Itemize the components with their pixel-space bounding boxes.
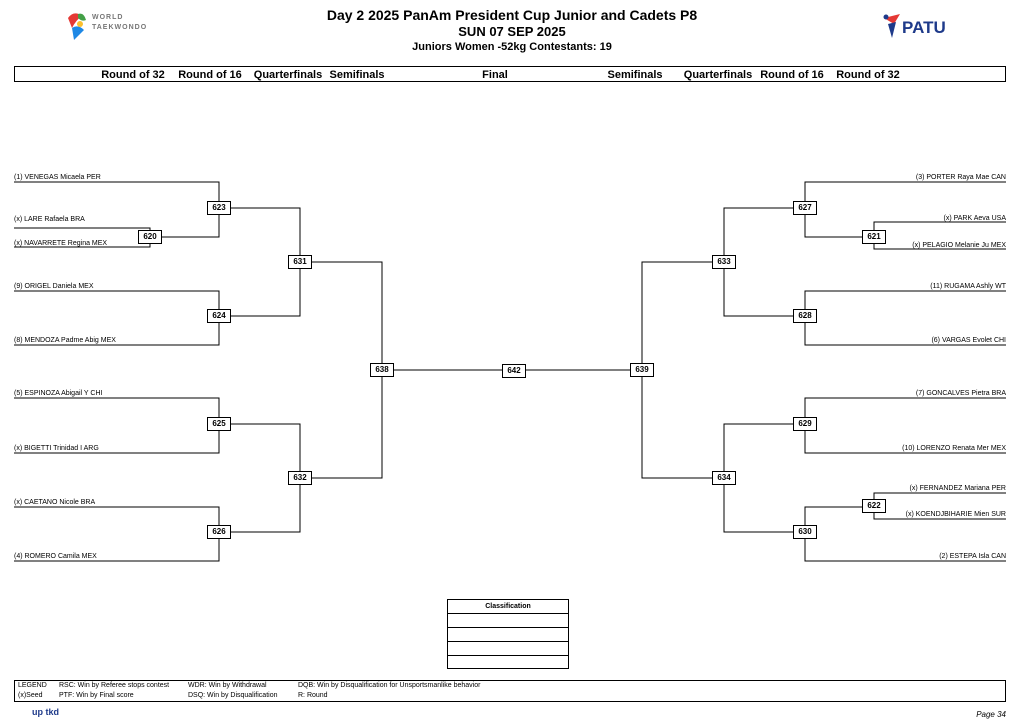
match-box-625[interactable]: 625 <box>207 417 231 431</box>
competitor-right-1: (3) PORTER Raya Mae CAN <box>915 174 1006 181</box>
match-box-629[interactable]: 629 <box>793 417 817 431</box>
match-box-631[interactable]: 631 <box>288 255 312 269</box>
legend-seed: (x)Seed <box>18 692 43 699</box>
footer-logo: up tkd <box>32 707 59 717</box>
competitor-right-4: (11) RUGAMA Ashly WT <box>930 283 1006 290</box>
classification-row-1 <box>448 627 568 628</box>
event-date: SUN 07 SEP 2025 <box>458 24 566 39</box>
page-title: Day 2 2025 PanAm President Cup Junior an… <box>326 7 698 23</box>
competitor-left-4: (9) ORIGEL Daniela MEX <box>14 283 94 290</box>
classification-title: Classification <box>448 600 568 614</box>
round-label-right-sf: Semifinals <box>607 69 663 81</box>
match-box-621[interactable]: 621 <box>862 230 886 244</box>
match-box-626[interactable]: 626 <box>207 525 231 539</box>
match-box-633[interactable]: 633 <box>712 255 736 269</box>
classification-box: Classification <box>447 599 569 669</box>
match-box-627[interactable]: 627 <box>793 201 817 215</box>
round-label-right-qf: Quarterfinals <box>683 69 753 81</box>
round-label-right-r32: Round of 32 <box>836 69 900 81</box>
legend-label: LEGEND <box>18 682 47 689</box>
match-box-620[interactable]: 620 <box>138 230 162 244</box>
patu-logo: PATU <box>880 12 960 42</box>
round-label-left-r16: Round of 16 <box>178 69 242 81</box>
match-box-632[interactable]: 632 <box>288 471 312 485</box>
match-box-630[interactable]: 630 <box>793 525 817 539</box>
match-box-623[interactable]: 623 <box>207 201 231 215</box>
round-label-left-qf: Quarterfinals <box>253 69 323 81</box>
match-box-638[interactable]: 638 <box>370 363 394 377</box>
competitor-right-8: (x) FERNANDEZ Mariana PER <box>909 485 1006 492</box>
competitor-right-10: (2) ESTEPA Isla CAN <box>939 553 1006 560</box>
classification-row-3 <box>448 655 568 656</box>
legend-ptf: PTF: Win by Final score <box>59 692 134 699</box>
match-box-639[interactable]: 639 <box>630 363 654 377</box>
match-box-624[interactable]: 624 <box>207 309 231 323</box>
legend-dsq: DSQ: Win by Disqualification <box>188 692 278 699</box>
classification-row-2 <box>448 641 568 642</box>
match-box-622[interactable]: 622 <box>862 499 886 513</box>
legend-dqb: DQB: Win by Disqualification for Unsport… <box>298 682 481 689</box>
competitor-right-9: (x) KOENDJBIHARIE Mien SUR <box>905 511 1006 518</box>
competitor-left-6: (5) ESPINOZA Abigail Y CHI <box>14 390 103 397</box>
legend-wdr: WDR: Win by Withdrawal <box>188 682 267 689</box>
match-box-628[interactable]: 628 <box>793 309 817 323</box>
competitor-right-6: (7) GONCALVES Pietra BRA <box>915 390 1006 397</box>
competitor-right-5: (6) VARGAS Evolet CHI <box>931 337 1006 344</box>
match-box-634[interactable]: 634 <box>712 471 736 485</box>
competitor-left-5: (8) MENDOZA Padme Abig MEX <box>14 337 116 344</box>
division-info: Juniors Women -52kg Contestants: 19 <box>412 41 612 53</box>
competitor-left-3: (x) NAVARRETE Regina MEX <box>14 240 108 247</box>
competitor-left-2: (x) LARE Rafaela BRA <box>14 216 85 223</box>
world-taekwondo-logo-text-2: TAEKWONDO <box>92 24 148 31</box>
round-label-left-r32: Round of 32 <box>101 69 165 81</box>
round-header-bar <box>14 66 1006 82</box>
competitor-right-7: (10) LORENZO Renata Mer MEX <box>902 445 1006 452</box>
round-label-final: Final <box>482 69 508 81</box>
competitor-left-9: (4) ROMERO Camila MEX <box>14 553 97 560</box>
competitor-right-2: (x) PARK Aeva USA <box>943 215 1006 222</box>
legend-r: R: Round <box>298 692 328 699</box>
patu-logo-text: PATU <box>902 18 946 37</box>
page-number: Page 34 <box>976 710 1006 719</box>
world-taekwondo-logo-text-1: WORLD <box>92 14 124 21</box>
round-label-left-sf: Semifinals <box>329 69 385 81</box>
competitor-left-8: (x) CAETANO Nicole BRA <box>14 499 96 506</box>
round-label-right-r16: Round of 16 <box>760 69 824 81</box>
competitor-left-1: (1) VENEGAS Micaela PER <box>14 174 101 181</box>
footer-logo-text: up tkd <box>32 707 59 717</box>
legend-rsc: RSC: Win by Referee stops contest <box>59 682 170 689</box>
competitor-left-7: (x) BIGETTI Trinidad I ARG <box>14 445 99 452</box>
competitor-right-3: (x) PELAGIO Melanie Ju MEX <box>912 242 1006 249</box>
match-box-642[interactable]: 642 <box>502 364 526 378</box>
world-taekwondo-logo: WORLD TAEKWONDO <box>64 6 154 46</box>
legend-box: LEGEND (x)Seed RSC: Win by Referee stops… <box>14 680 1006 702</box>
